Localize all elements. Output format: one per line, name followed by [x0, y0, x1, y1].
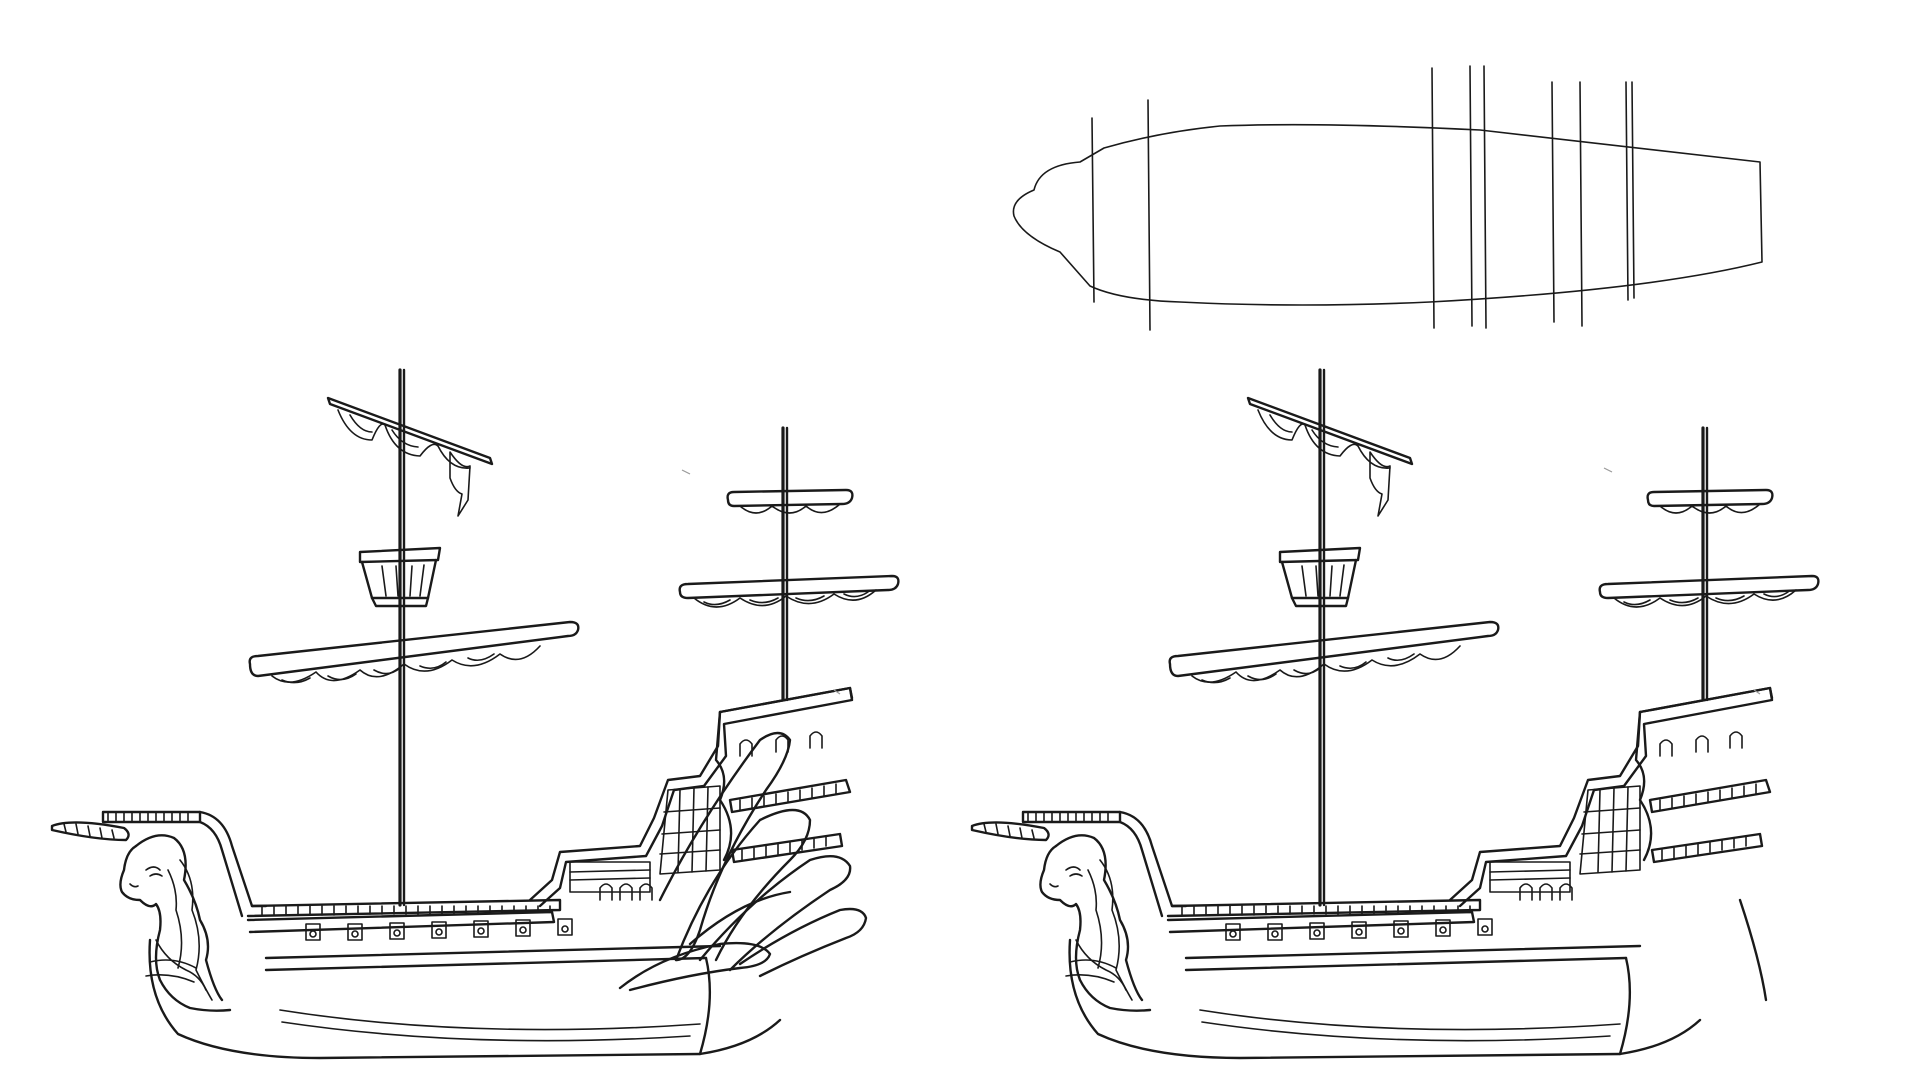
step-3-ship-drawing — [970, 368, 1821, 1060]
guide-line — [1431, 67, 1435, 329]
guide-line — [1469, 65, 1473, 327]
step-2-ship-drawing — [50, 368, 901, 1060]
step-1-guide-drawing — [1012, 65, 1763, 331]
guide-line — [1625, 81, 1629, 301]
guide-line — [1631, 81, 1635, 299]
stern-post — [1738, 898, 1768, 1002]
guide-line — [1147, 99, 1151, 331]
guide-line — [1579, 81, 1583, 327]
guide-line — [1551, 81, 1555, 323]
guide-line — [1091, 117, 1095, 303]
hull-guide-outline — [1012, 123, 1763, 306]
guide-line — [1483, 65, 1487, 329]
construction-marks — [681, 467, 1761, 695]
